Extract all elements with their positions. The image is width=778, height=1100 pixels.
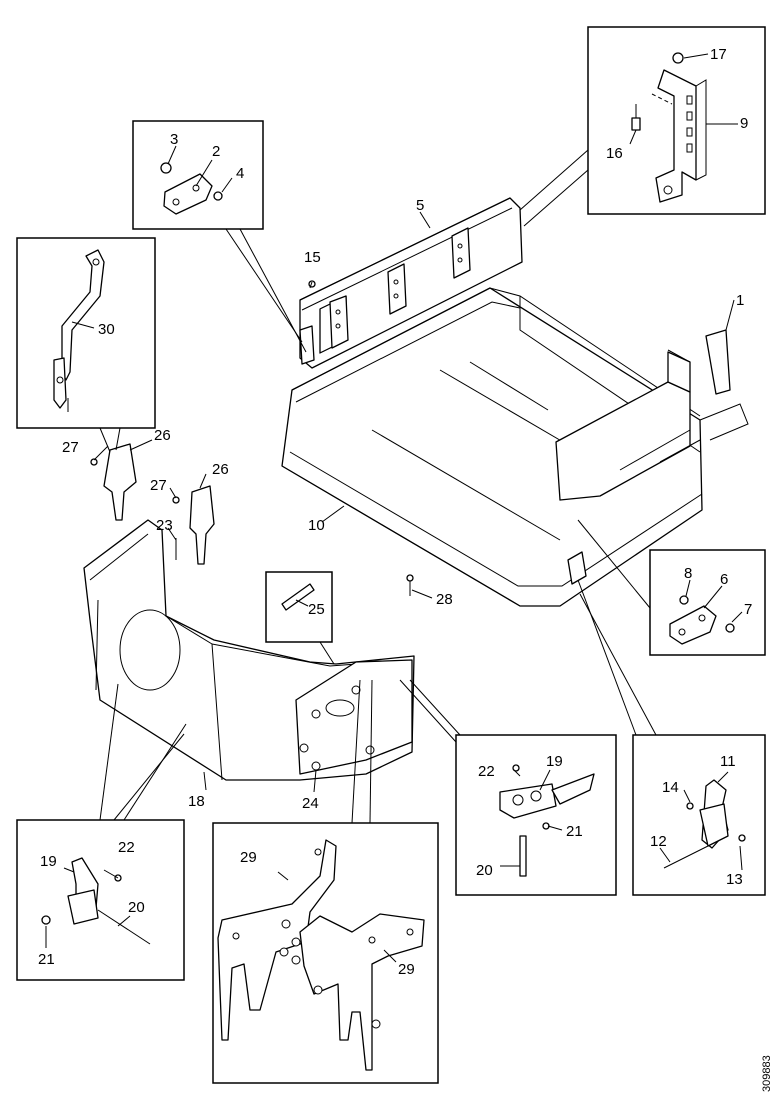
- inset-latch-right: [632, 734, 766, 896]
- callout-12: 12: [650, 833, 667, 850]
- inset-right-small-bracket: [649, 549, 766, 656]
- screw-3: [160, 162, 172, 174]
- callout-26-upper: 26: [154, 427, 171, 444]
- callout-8: 8: [684, 565, 692, 582]
- latch-assembly-frame: [567, 551, 587, 585]
- bracket-26-lower: [189, 485, 215, 565]
- leader-lines: [45, 53, 743, 963]
- inset-latch-left: [16, 819, 185, 981]
- callout-27-lower: 27: [150, 477, 167, 494]
- latch-19-left: [41, 857, 151, 945]
- callout-5: 5: [416, 197, 424, 214]
- callout-28: 28: [436, 591, 453, 608]
- callout-30: 30: [98, 321, 115, 338]
- base-frame-10: [281, 287, 703, 607]
- callout-11: 11: [720, 753, 736, 770]
- nut-8: [679, 595, 689, 605]
- screw-27-upper: [90, 458, 98, 466]
- screw-27-lower: [172, 496, 180, 504]
- callout-22-left: 22: [118, 839, 135, 856]
- panel-5: [299, 197, 523, 369]
- pin-25: [265, 571, 333, 643]
- callout-1: 1: [736, 292, 744, 309]
- bolt-28: [406, 574, 414, 582]
- callout-18: 18: [188, 793, 205, 810]
- inset-latch-center: [455, 734, 617, 896]
- plate-24: [295, 659, 413, 775]
- callout-16: 16: [606, 145, 623, 162]
- bracket-6: [669, 605, 717, 645]
- callout-21-left: 21: [38, 951, 55, 968]
- callout-19-left: 19: [40, 853, 57, 870]
- callout-29-lower: 29: [398, 961, 415, 978]
- callout-21-center: 21: [566, 823, 583, 840]
- callout-25: 25: [308, 601, 325, 618]
- bracket-2: [163, 173, 213, 215]
- callout-26-lower: 26: [212, 461, 229, 478]
- support-bracket-1: [555, 329, 749, 501]
- callout-labels: 1 2 3 4 5 6 7 8 9 10 11 12 13 14 15 16 1…: [38, 46, 752, 978]
- bracket-29-right: [299, 913, 425, 1071]
- callout-4: 4: [236, 165, 244, 182]
- screw-7: [725, 623, 735, 633]
- callout-10: 10: [308, 517, 325, 534]
- nut-17: [672, 52, 684, 64]
- callout-15: 15: [304, 249, 321, 266]
- latch-19-center: [499, 764, 595, 877]
- bracket-29-left: [217, 839, 337, 1041]
- callout-29-upper: 29: [240, 849, 257, 866]
- nut-4: [213, 191, 223, 201]
- callout-20-left: 20: [128, 899, 145, 916]
- callout-13: 13: [726, 871, 743, 888]
- callout-6: 6: [720, 571, 728, 588]
- bracket-9: [655, 69, 707, 203]
- callout-9: 9: [740, 115, 748, 132]
- callout-17: 17: [710, 46, 727, 63]
- lever-30: [53, 249, 105, 412]
- inset-left-lever: [16, 237, 156, 429]
- callout-19-center: 19: [546, 753, 563, 770]
- screw-15: [308, 280, 316, 288]
- reference-number: 309883: [761, 1055, 773, 1092]
- callout-2: 2: [212, 143, 220, 160]
- callout-27-upper: 27: [62, 439, 79, 456]
- callout-20-center: 20: [476, 862, 493, 879]
- latch-11-right: [663, 779, 746, 869]
- callout-14: 14: [662, 779, 679, 796]
- callout-7: 7: [744, 601, 752, 618]
- callout-3: 3: [170, 131, 178, 148]
- spring-12: [663, 845, 709, 869]
- bracket-26-upper: [103, 443, 137, 521]
- spring-20-left: [97, 909, 151, 945]
- callout-24: 24: [302, 795, 319, 812]
- callout-23: 23: [156, 517, 173, 534]
- callout-22-center: 22: [478, 763, 495, 780]
